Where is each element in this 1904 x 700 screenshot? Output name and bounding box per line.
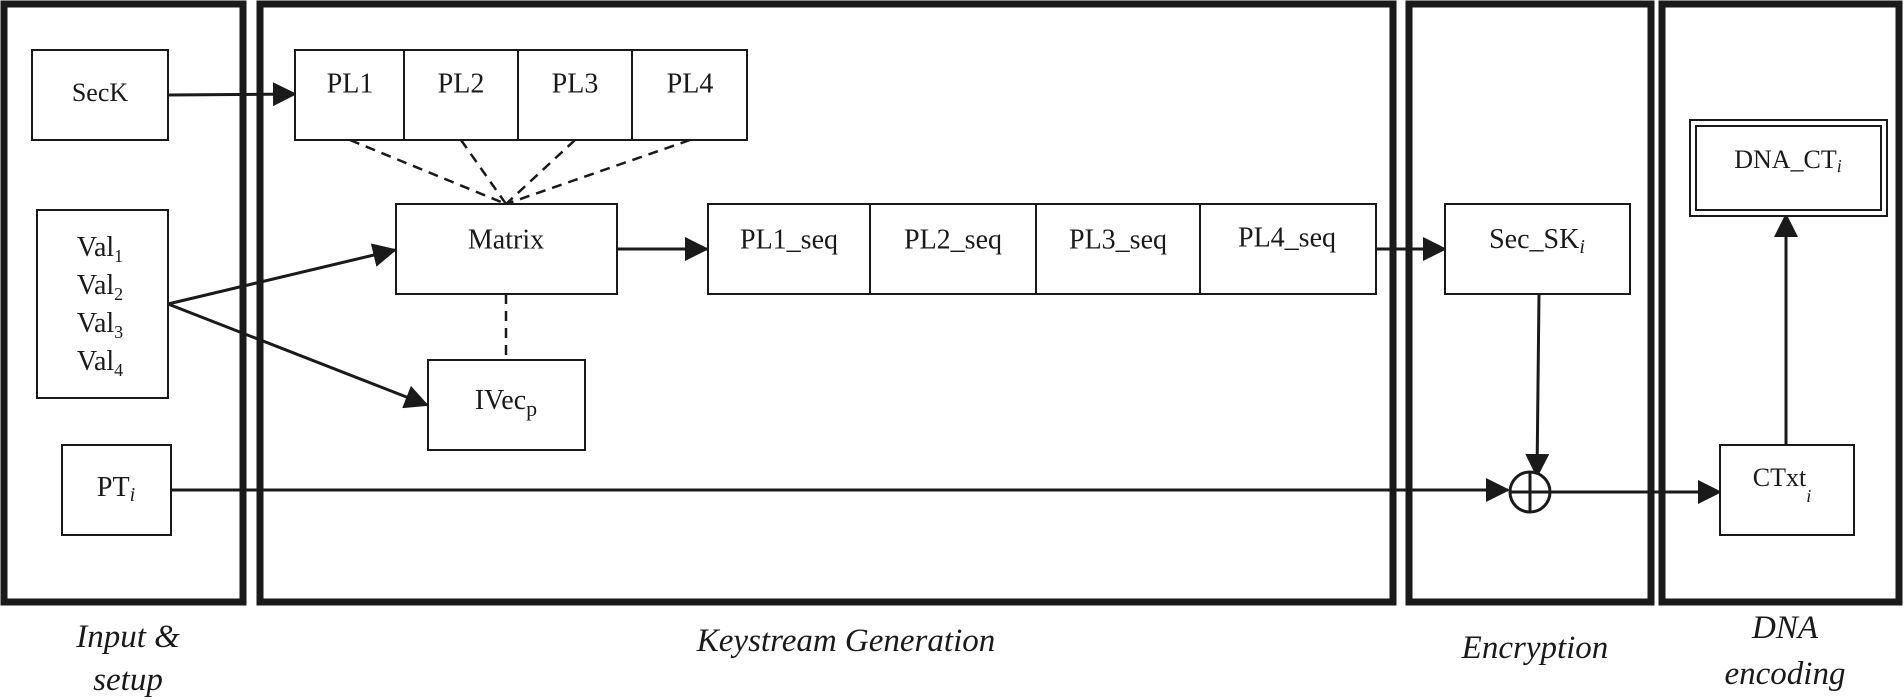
- matrix-label: Matrix: [468, 224, 544, 255]
- pl1-seq-box: [707, 203, 871, 295]
- pl1-label: PL1: [327, 68, 374, 99]
- pt-label: PTi: [97, 472, 135, 505]
- arrows: [167, 82, 1798, 504]
- pl1-seq-label: PL1_seq: [740, 224, 838, 255]
- val-label-4: Val4: [77, 346, 123, 380]
- val-label-3: Val3: [77, 308, 123, 342]
- pl4-seq-label: PL4_seq: [1238, 222, 1336, 253]
- val-label-2: Val2: [77, 270, 123, 304]
- sec-sk-box: [1444, 203, 1631, 295]
- pl3-seq-label: PL3_seq: [1069, 224, 1167, 255]
- pl4-seq-box: [1199, 203, 1377, 295]
- stage-encryption-label: Encryption: [1461, 630, 1609, 666]
- matrix-box: [395, 203, 618, 295]
- stage-input-frame: [0, 0, 247, 606]
- arrow-val-to-matrix: [167, 243, 397, 306]
- arrow-seck-to-pl: [167, 82, 297, 107]
- pl4-box: [631, 49, 748, 141]
- ctxt-label: CTxti: [1753, 463, 1811, 506]
- stage-encryption-frame: [1405, 0, 1655, 606]
- pl-group: PL1 PL2 PL3 PL4: [294, 49, 748, 141]
- seck-box: [31, 49, 169, 141]
- stage-dna-label-line2: encoding: [1725, 656, 1846, 692]
- stage-dna-frame: [1658, 0, 1903, 606]
- seck-label: SecK: [72, 78, 129, 107]
- pl3-label: PL3: [552, 68, 599, 99]
- stage-dna-label-line1: DNA: [1751, 610, 1819, 646]
- pl2-seq-label: PL2_seq: [904, 224, 1002, 255]
- pl2-seq-box: [869, 203, 1037, 295]
- stage-input-label-line2: setup: [93, 662, 163, 698]
- pl4-label: PL4: [667, 68, 714, 99]
- stage-keystream-frame: [256, 0, 1397, 606]
- xor-icon: [1508, 470, 1552, 514]
- stage-keystream-label: Keystream Generation: [696, 623, 995, 659]
- arrow-secsk-to-xor: [1525, 293, 1550, 478]
- pl2-box: [403, 49, 519, 141]
- arrow-val-to-ivec: [167, 302, 429, 409]
- ivec-box: [427, 359, 586, 451]
- pl2-label: PL2: [438, 68, 485, 99]
- val-box: [36, 209, 169, 399]
- dna-ct-box: [1689, 119, 1888, 217]
- val-label-1: Val1: [77, 232, 123, 266]
- ivec-label: IVecp: [475, 385, 537, 421]
- stage-input-label-line1: Input &: [75, 619, 180, 655]
- pl1-box: [294, 49, 405, 141]
- pl3-box: [517, 49, 633, 141]
- pt-box: [61, 444, 172, 536]
- dashed-connectors: [349, 138, 691, 360]
- val-labels: Val1 Val2 Val3 Val4: [77, 232, 123, 380]
- dna-ct-label: DNA_CTi: [1734, 145, 1842, 176]
- ctxt-box: [1719, 444, 1855, 536]
- seq-group: PL1_seq PL2_seq PL3_seq PL4_seq: [707, 203, 1377, 295]
- sec-sk-label: Sec_SKi: [1489, 224, 1585, 257]
